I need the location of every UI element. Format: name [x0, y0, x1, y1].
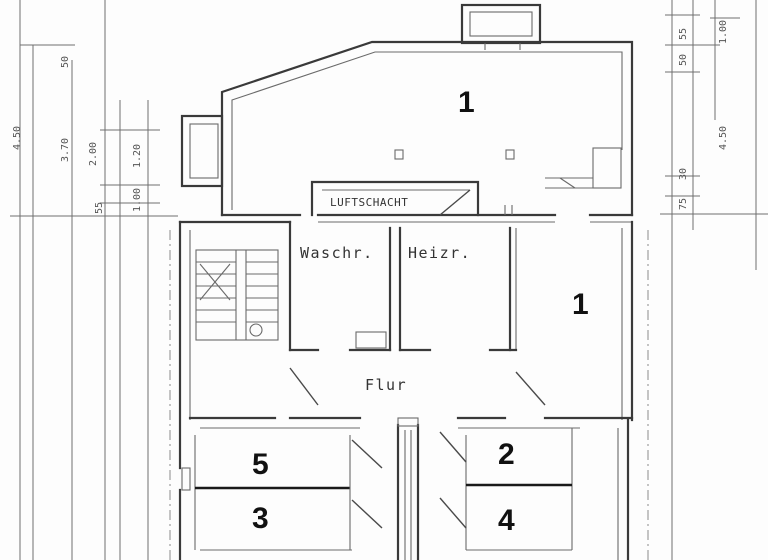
unit-number-cellar-2: 2: [498, 438, 515, 471]
dimension-left-4: 1.20: [132, 143, 143, 168]
right-lower-wall: [617, 418, 630, 560]
room-label-waschraum: Waschr.: [300, 244, 374, 262]
dimension-right-3: 55: [678, 27, 689, 40]
flur-corridor: [188, 416, 634, 429]
dimension-right-6: 75: [678, 197, 689, 210]
upper-room-outline: [220, 40, 634, 223]
left-dimension-lines: [10, 0, 178, 560]
dimension-left-5: 55: [94, 201, 105, 214]
left-light-well: [180, 114, 224, 188]
center-duct: [396, 417, 420, 560]
unit-number-cellar-3: 3: [252, 502, 269, 535]
dimension-left-2: 3.70: [60, 137, 71, 162]
cellar-right: [439, 428, 573, 551]
top-annex: [460, 3, 542, 50]
dimension-left-6: 1.00: [132, 187, 143, 212]
dimension-right-4: 50: [678, 53, 689, 66]
upper-right-stub: [545, 147, 622, 189]
room-label-luftschacht: LUFTSCHACHT: [330, 196, 409, 209]
dimension-right-2: 1.00: [718, 19, 729, 44]
unit-number-right-room: 1: [572, 288, 589, 321]
right-dimension-lines: [660, 0, 768, 560]
unit-number-cellar-5: 5: [252, 448, 269, 481]
dimension-left-7: 50: [60, 55, 71, 68]
staircase: [195, 249, 279, 341]
utility-rooms: [288, 220, 546, 406]
room-label-heizraum: Heizr.: [408, 244, 472, 262]
luftschacht-shaft: [310, 180, 513, 217]
basement-outline: [169, 220, 649, 560]
dimension-left-1: 4.50: [12, 125, 23, 150]
dimension-left-3: 2.00: [88, 141, 99, 166]
room-label-flur: Flur: [365, 376, 408, 394]
cellar-left: [194, 435, 383, 551]
dimension-right-1: 4.50: [718, 125, 729, 150]
dimension-right-5: 30: [678, 167, 689, 180]
unit-number-top-room: 1: [458, 86, 475, 119]
unit-number-cellar-4: 4: [498, 504, 515, 537]
